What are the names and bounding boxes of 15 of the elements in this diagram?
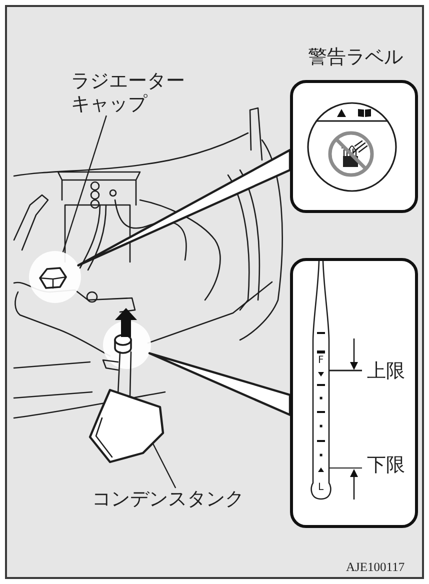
leader-line [62, 115, 107, 252]
part-label: ラジエーターキャップ [71, 70, 189, 116]
callout-wedge [148, 352, 292, 416]
tank-cap [103, 321, 151, 369]
gauge-letter: F [318, 355, 324, 366]
gauge-letter: L [318, 482, 324, 494]
callout-wedge [77, 148, 292, 266]
level-label: 上限 [367, 361, 405, 383]
coolant-tank [88, 350, 166, 465]
inset-title: 警告ラベル [308, 47, 403, 69]
radiator-cap [29, 251, 81, 303]
figure-code: AJE100117 [346, 561, 405, 575]
leader-line [152, 442, 176, 488]
level-label: 下限 [367, 455, 405, 477]
part-label: コンデンスタンク [92, 488, 244, 511]
